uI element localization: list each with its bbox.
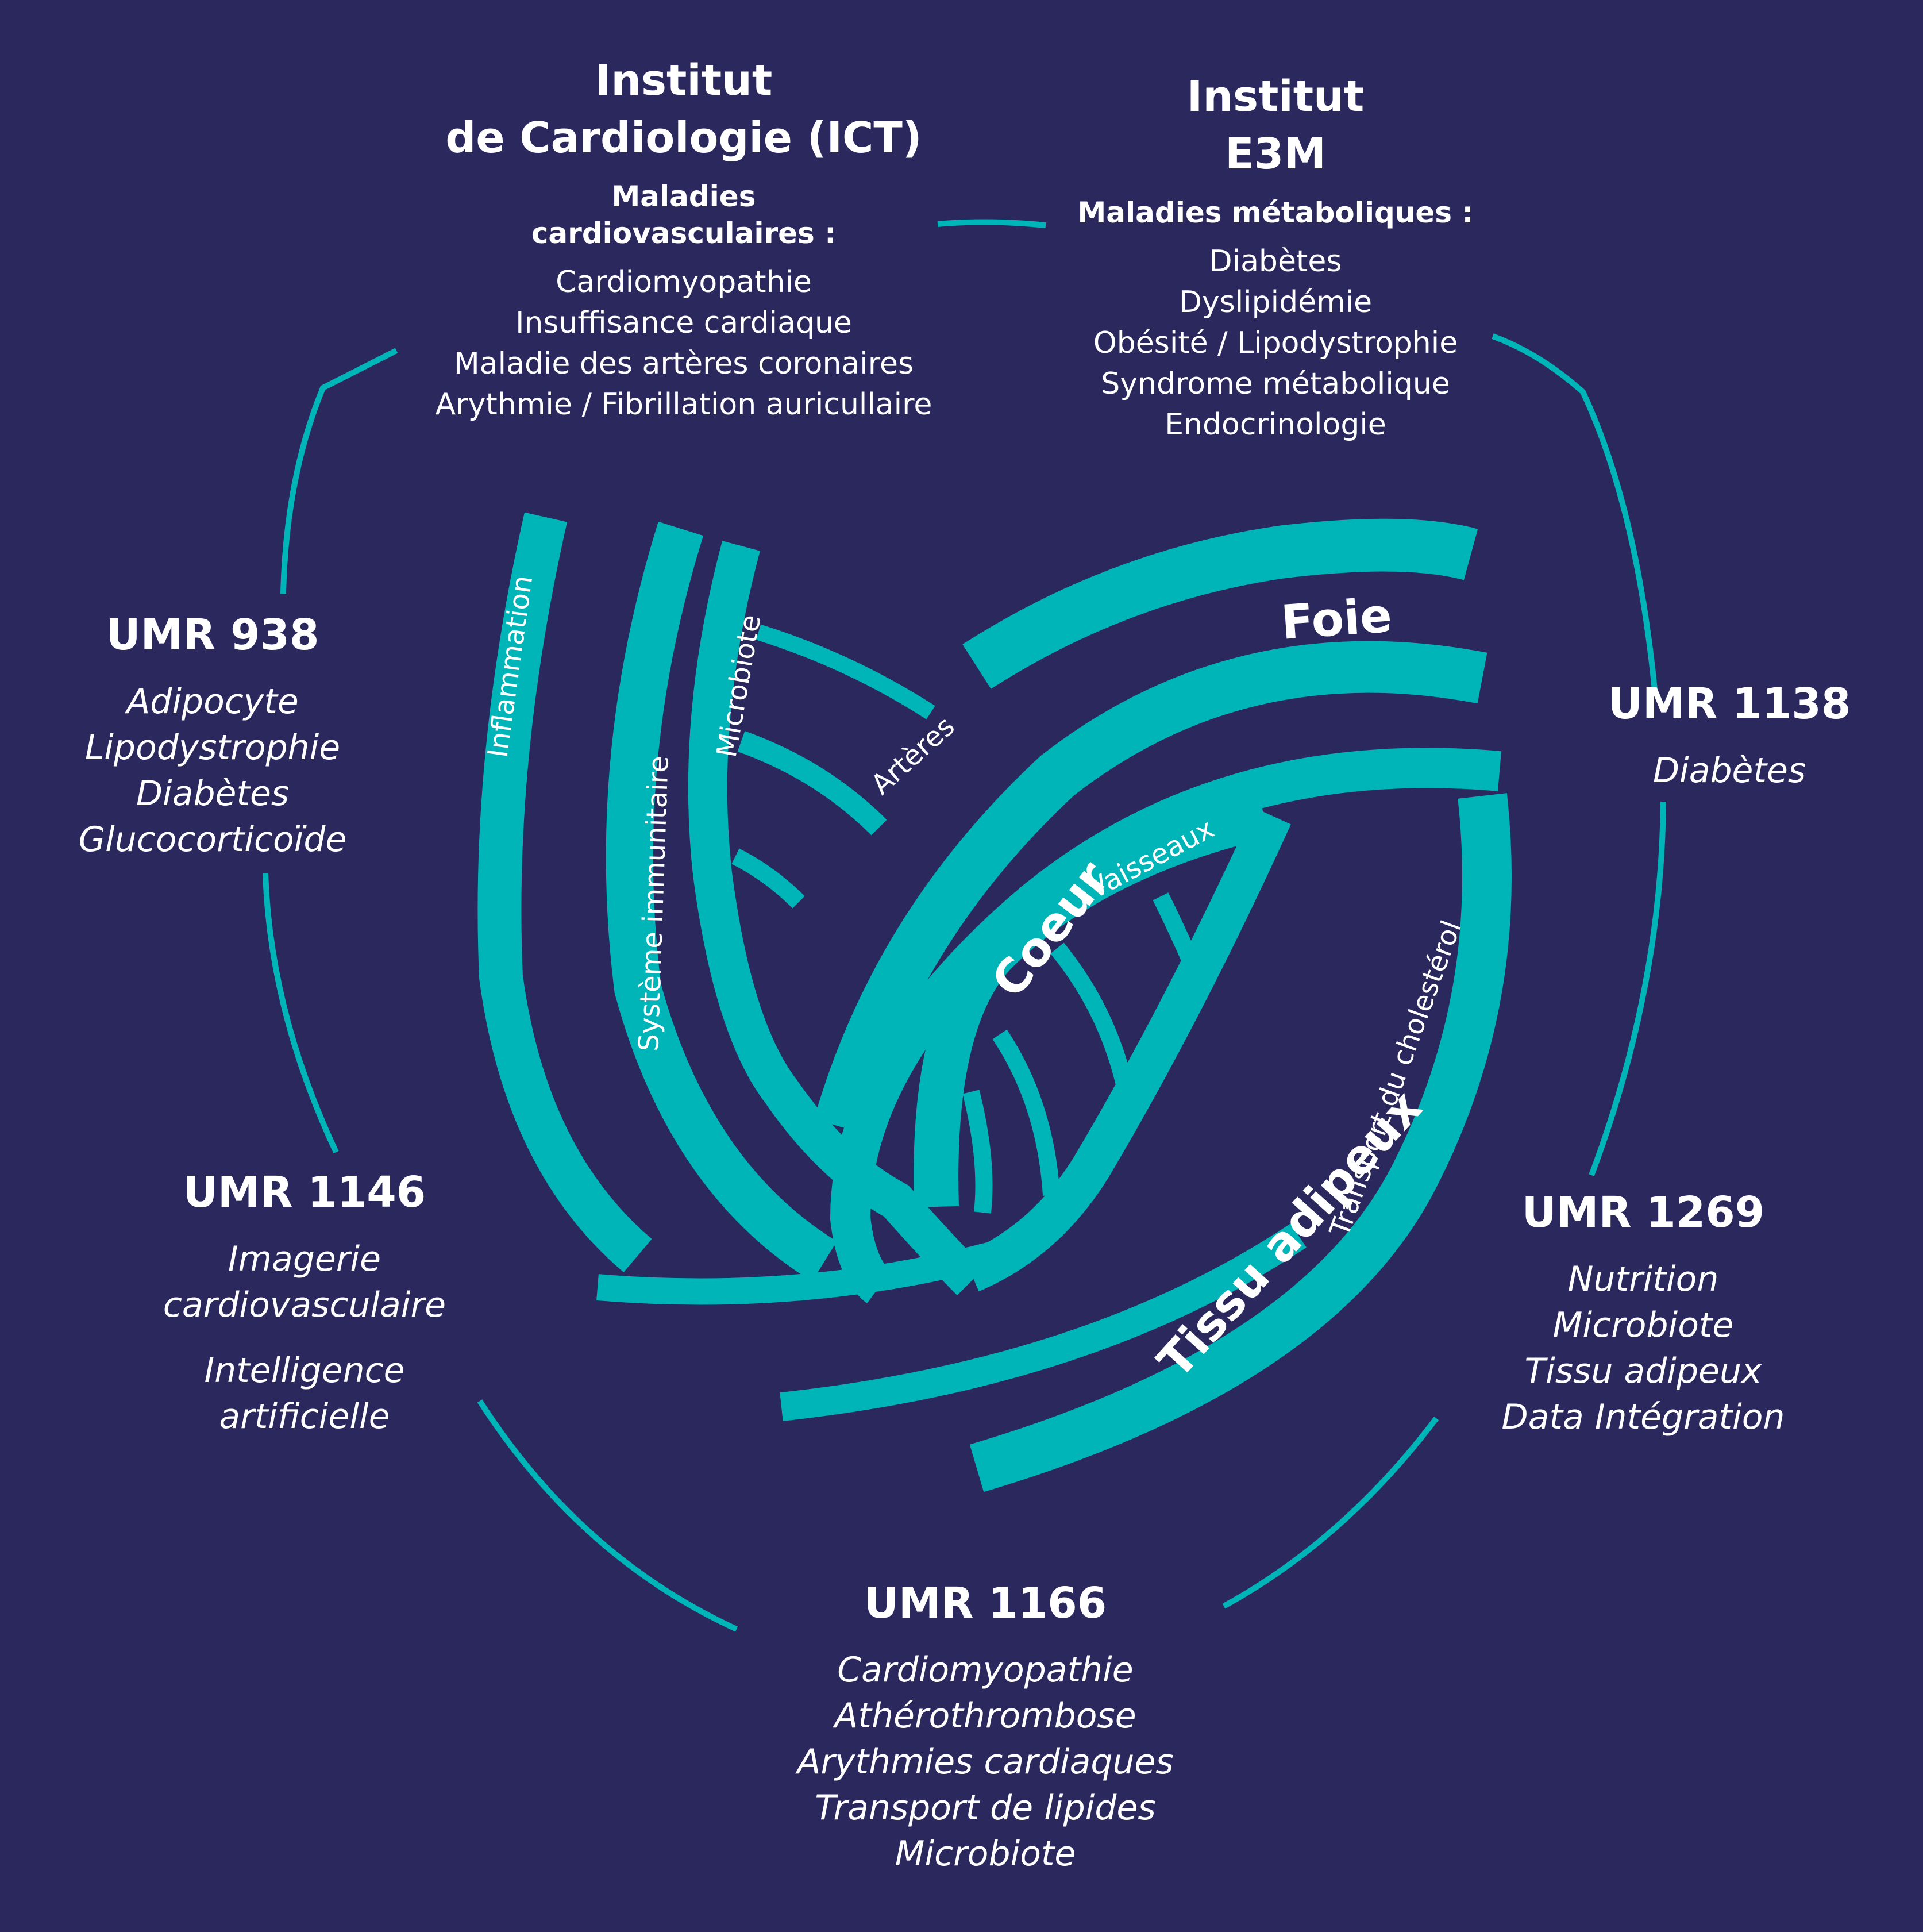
ict-subtitle-line2: cardiovasculaires :: [531, 217, 837, 250]
e3m-item: Diabètes: [1209, 244, 1342, 279]
band-inflammation: [477, 512, 652, 1272]
band-microbiote: [688, 541, 985, 1296]
umr1269-block: UMR 1269 Nutrition Microbiote Tissu adip…: [1459, 1184, 1827, 1440]
rib-7: [962, 1090, 993, 1214]
ict-subtitle-line1: Maladies: [611, 180, 756, 213]
ict-subtitle: Maladies cardiovasculaires :: [396, 178, 971, 252]
arc-umr1269-umr1166: [1222, 1416, 1439, 1609]
umr938-title: UMR 938: [106, 610, 319, 660]
umr1166-item: Cardiomyopathie: [837, 1650, 1134, 1690]
umr1146-block: UMR 1146 Imagerie cardiovasculaire Intel…: [126, 1164, 483, 1440]
ict-item: Insuffisance cardiaque: [515, 306, 852, 340]
umr1166-block: UMR 1166 Cardiomyopathie Athérothrombose…: [764, 1575, 1207, 1877]
band-tissu-adipeux: [963, 807, 1291, 1292]
umr1138-items: Diabètes: [1591, 748, 1867, 794]
e3m-block: Institut E3M Maladies métaboliques : Dia…: [1028, 68, 1523, 445]
rib-5: [1050, 942, 1135, 1094]
e3m-title-line2: E3M: [1225, 129, 1326, 179]
arc-umr1138-umr1269: [1589, 801, 1666, 1176]
rib-4: [1153, 892, 1203, 975]
umr1166-item: Athérothrombose: [834, 1696, 1136, 1736]
band-vaisseaux: [914, 794, 1269, 1208]
band-transport: [969, 793, 1512, 1492]
band-base: [596, 1240, 1003, 1305]
ict-item: Maladie des artères coronaires: [453, 347, 914, 381]
label-foie: Foie: [1280, 588, 1394, 651]
umr1146-item: Intelligence: [204, 1350, 405, 1391]
umr1146-item: cardiovasculaire: [163, 1285, 446, 1325]
e3m-title-line1: Institut: [1186, 72, 1365, 121]
rib-6: [992, 1029, 1060, 1196]
rib-2: [737, 731, 887, 836]
umr938-item: Glucocorticoïde: [78, 819, 347, 860]
ict-title-line2: de Cardiologie (ICT): [445, 113, 922, 163]
umr1269-item: Data Intégration: [1501, 1397, 1785, 1437]
umr938-item: Diabètes: [136, 773, 290, 814]
umr1269-items: Nutrition Microbiote Tissu adipeux Data …: [1459, 1256, 1827, 1440]
heart-bands: [477, 512, 1512, 1492]
arc-umr1146-umr938: [263, 873, 339, 1154]
e3m-item: Endocrinologie: [1165, 407, 1386, 442]
umr1166-items: Cardiomyopathie Athérothrombose Arythmie…: [764, 1647, 1207, 1877]
ict-items: Cardiomyopathie Insuffisance cardiaque M…: [396, 262, 971, 425]
ict-title-line1: Institut: [595, 56, 773, 105]
umr938-block: UMR 938 Adipocyte Lipodystrophie Diabète…: [34, 606, 391, 863]
rib-3: [731, 848, 805, 909]
e3m-item: Syndrome métabolique: [1101, 367, 1450, 401]
umr1269-item: Microbiote: [1552, 1305, 1734, 1345]
connector-arcs: [263, 219, 1666, 1632]
umr1166-item: Microbiote: [895, 1834, 1076, 1874]
band-lower-foie: [814, 641, 1487, 1134]
band-systeme-immunitaire: [606, 521, 837, 1281]
umr1269-title: UMR 1269: [1521, 1188, 1765, 1237]
e3m-item: Obésité / Lipodystrophie: [1093, 326, 1458, 360]
umr938-item: Adipocyte: [126, 682, 299, 722]
ict-item: Cardiomyopathie: [556, 265, 812, 299]
ict-block: Institut de Cardiologie (ICT) Maladies c…: [396, 52, 971, 425]
rib-1: [756, 624, 935, 719]
e3m-item: Dyslipidémie: [1178, 285, 1373, 320]
umr1146-items: Imagerie cardiovasculaire Intelligence a…: [126, 1236, 483, 1440]
umr1146-title: UMR 1146: [183, 1168, 426, 1217]
e3m-subtitle: Maladies métaboliques :: [1077, 196, 1474, 229]
umr1146-item: Imagerie: [228, 1239, 381, 1279]
arc-e3m-umr1138: [1492, 333, 1658, 690]
umr1269-item: Nutrition: [1567, 1259, 1719, 1299]
arc-umr1166-umr1146: [477, 1399, 738, 1632]
e3m-items: Diabètes Dyslipidémie Obésité / Lipodyst…: [1028, 241, 1523, 445]
arc-ict-e3m: [937, 219, 1046, 228]
umr1269-item: Tissu adipeux: [1524, 1351, 1762, 1391]
umr1166-item: Arythmies cardiaques: [797, 1742, 1174, 1782]
umr1166-item: Transport de lipides: [815, 1788, 1156, 1828]
umr1138-item: Diabètes: [1652, 751, 1806, 791]
arc-umr938-ict: [280, 348, 398, 594]
umr1146-item: artificielle: [219, 1396, 390, 1437]
label-arteres: Artères: [865, 710, 961, 801]
ict-item: Arythmie / Fibrillation auricullaire: [435, 387, 932, 422]
umr938-item: Lipodystrophie: [84, 728, 341, 768]
umr1138-block: UMR 1138 Diabètes: [1591, 675, 1867, 794]
band-bottom: [780, 1223, 1307, 1421]
umr938-items: Adipocyte Lipodystrophie Diabètes Glucoc…: [34, 679, 391, 863]
band-foie-top: [962, 518, 1478, 689]
umr1138-title: UMR 1138: [1608, 679, 1851, 729]
umr1166-title: UMR 1166: [864, 1579, 1107, 1628]
